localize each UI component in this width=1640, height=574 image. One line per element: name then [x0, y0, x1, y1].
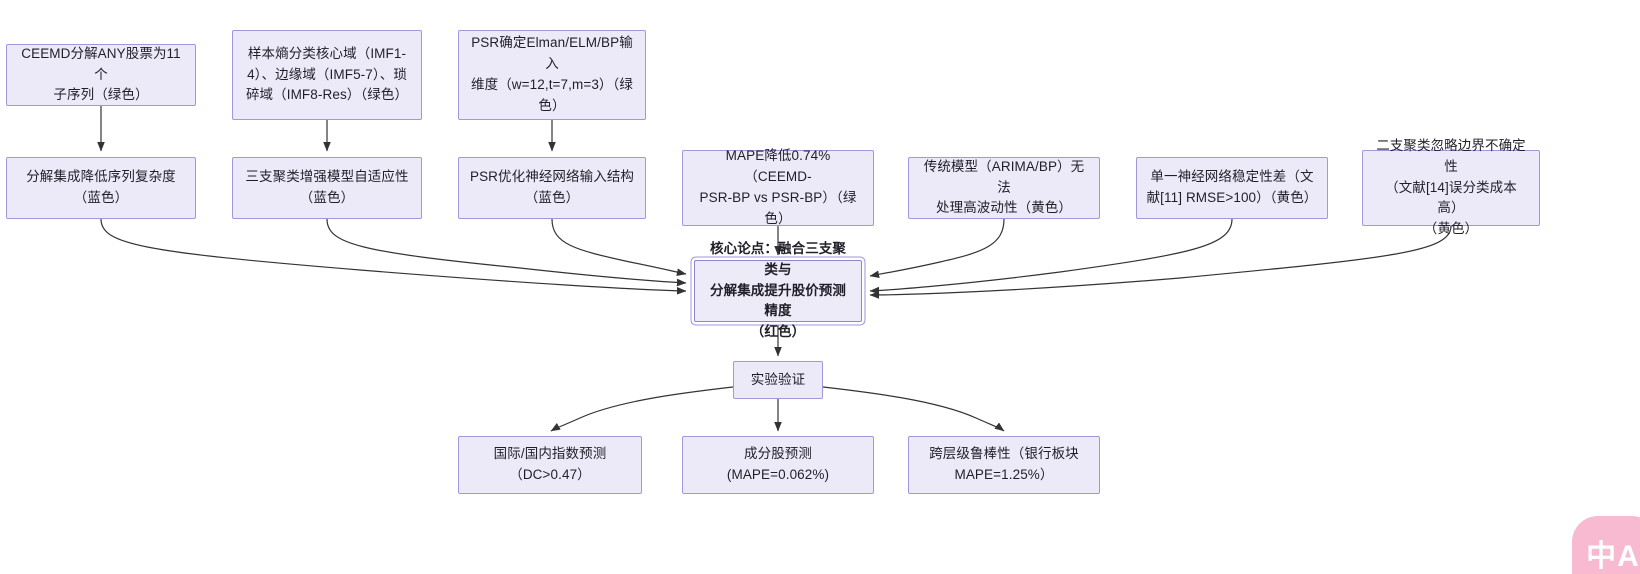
node-label: 单一神经网络稳定性差（文 献[11] RMSE>100）（黄色）	[1146, 169, 1318, 205]
node-label: 传统模型（ARIMA/BP）无法 处理高波动性（黄色）	[923, 158, 1085, 216]
node-label: 实验验证	[750, 371, 806, 387]
node-experiment-validation[interactable]: 实验验证	[733, 361, 823, 399]
edge-psropt-to-core	[551, 218, 687, 276]
node-index-forecast[interactable]: 国际/国内指数预测 （DC>0.47）	[458, 436, 642, 494]
edge-twoway-to-core	[869, 225, 1452, 299]
watermark-label: 中A	[1586, 540, 1640, 573]
node-two-way-clustering-limitation[interactable]: 二支聚类忽略边界不确定性 （文献[14]误分类成本高） （黄色）	[1362, 138, 1540, 236]
node-constituent-stock-forecast[interactable]: 成分股预测 (MAPE=0.062%)	[682, 436, 874, 494]
edge-validation-to-index	[550, 386, 734, 432]
edge-decomp-to-core	[100, 218, 687, 295]
node-cross-layer-robustness[interactable]: 跨层级鲁棒性（银行板块 MAPE=1.25%）	[908, 436, 1100, 494]
node-label: 成分股预测 (MAPE=0.062%)	[726, 446, 830, 482]
node-label: MAPE降低0.74%（CEEMD- PSR-BP vs PSR-BP）（绿 色…	[699, 148, 857, 226]
edge-threeway-to-core	[326, 218, 687, 287]
node-label: CEEMD分解ANY股票为11个 子序列（绿色）	[21, 45, 181, 103]
edge-traditional-to-core	[869, 218, 1005, 278]
node-psr-optimize-structure[interactable]: PSR优化神经网络输入结构 （蓝色）	[458, 157, 646, 219]
node-label: 二支聚类忽略边界不确定性 （文献[14]误分类成本高） （黄色）	[1376, 137, 1526, 237]
edge-validation-to-robust	[822, 386, 1005, 432]
node-label: 核心论点：融合三支聚类与 分解集成提升股价预测精度 （红色）	[710, 240, 846, 340]
node-traditional-model-limitation[interactable]: 传统模型（ARIMA/BP）无法 处理高波动性（黄色）	[908, 157, 1100, 219]
node-psr-input-dimension[interactable]: PSR确定Elman/ELM/BP输入 维度（w=12,t=7,m=3）（绿 色…	[458, 30, 646, 120]
watermark-badge: 中A	[1572, 516, 1640, 574]
node-core-claim[interactable]: 核心论点：融合三支聚类与 分解集成提升股价预测精度 （红色）	[694, 241, 862, 339]
node-decomposition-complexity[interactable]: 分解集成降低序列复杂度 （蓝色）	[6, 157, 196, 219]
node-label: PSR确定Elman/ELM/BP输入 维度（w=12,t=7,m=3）（绿 色…	[471, 35, 633, 113]
node-label: 样本熵分类核心域（IMF1- 4）、边缘域（IMF5-7）、琐 碎域（IMF8-…	[245, 45, 409, 103]
node-mape-reduction[interactable]: MAPE降低0.74%（CEEMD- PSR-BP vs PSR-BP）（绿 色…	[682, 148, 874, 226]
node-three-way-adaptivity[interactable]: 三支聚类增强模型自适应性 （蓝色）	[232, 157, 422, 219]
node-label: 分解集成降低序列复杂度 （蓝色）	[26, 169, 176, 205]
node-label: 三支聚类增强模型自适应性 （蓝色）	[245, 169, 409, 205]
node-single-neural-network-instability[interactable]: 单一神经网络稳定性差（文 献[11] RMSE>100）（黄色）	[1136, 157, 1328, 219]
node-label: PSR优化神经网络输入结构 （蓝色）	[469, 169, 635, 205]
edge-singlenn-to-core	[869, 218, 1233, 295]
node-label: 国际/国内指数预测 （DC>0.47）	[493, 446, 607, 482]
node-sample-entropy-classification[interactable]: 样本熵分类核心域（IMF1- 4）、边缘域（IMF5-7）、琐 碎域（IMF8-…	[232, 30, 422, 120]
node-label: 跨层级鲁棒性（银行板块 MAPE=1.25%）	[929, 446, 1079, 482]
node-ceemd-decomposition[interactable]: CEEMD分解ANY股票为11个 子序列（绿色）	[6, 44, 196, 106]
